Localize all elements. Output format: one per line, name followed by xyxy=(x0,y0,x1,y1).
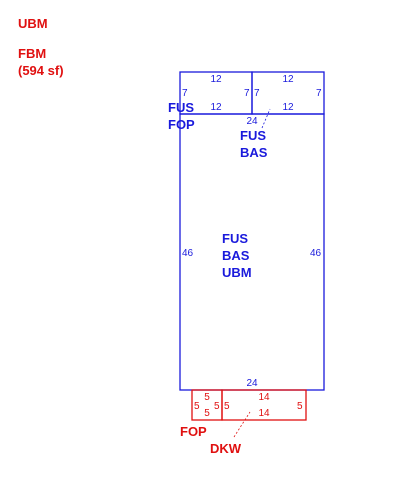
main-upper-label-line2: BAS xyxy=(240,145,268,160)
main-center-label-line1: FUS xyxy=(222,231,248,246)
upper-right-bottom-dim: 12 xyxy=(282,102,294,113)
porch-bottom-dim: 5 xyxy=(204,408,210,419)
upper-left-top-dim: 12 xyxy=(210,74,222,85)
porch-top-dim: 5 xyxy=(204,392,210,403)
main-center-label-line2: BAS xyxy=(222,248,250,263)
deck-bottom-dim: 14 xyxy=(258,408,270,419)
upper-right-right-dim: 7 xyxy=(316,88,322,99)
label-leader-bas xyxy=(261,108,271,129)
porch-label: FOP xyxy=(180,424,207,439)
deck-left-dim: 5 xyxy=(224,401,230,412)
porch-left-dim: 5 xyxy=(194,401,200,412)
main-left-dim: 46 xyxy=(182,248,194,259)
deck-right-dim: 5 xyxy=(297,401,303,412)
upper-left-label-line1: FUS xyxy=(168,100,194,115)
legend-ubm: UBM xyxy=(18,16,48,31)
upper-right-top-dim: 12 xyxy=(282,74,294,85)
upper-right-left-dim: 7 xyxy=(254,88,260,99)
legend-fbm: FBM xyxy=(18,46,47,61)
deck-area xyxy=(221,389,307,421)
main-center-label-line3: UBM xyxy=(222,265,252,280)
deck-label: DKW xyxy=(210,441,242,456)
label-leader-dkw xyxy=(233,411,251,438)
deck-top-dim: 14 xyxy=(258,392,270,403)
upper-left-right-dim: 7 xyxy=(244,88,250,99)
legend-area: (594 sf) xyxy=(18,63,64,78)
main-bottom-dim: 24 xyxy=(246,378,258,389)
main-top-dim: 24 xyxy=(246,116,258,127)
porch-right-dim: 5 xyxy=(214,401,220,412)
upper-left-left-dim: 7 xyxy=(182,88,188,99)
main-right-dim: 46 xyxy=(310,248,322,259)
upper-left-bottom-dim: 12 xyxy=(210,102,222,113)
main-upper-label-line1: FUS xyxy=(240,128,266,143)
upper-left-label-line2: FOP xyxy=(168,117,195,132)
attachments xyxy=(191,389,307,438)
